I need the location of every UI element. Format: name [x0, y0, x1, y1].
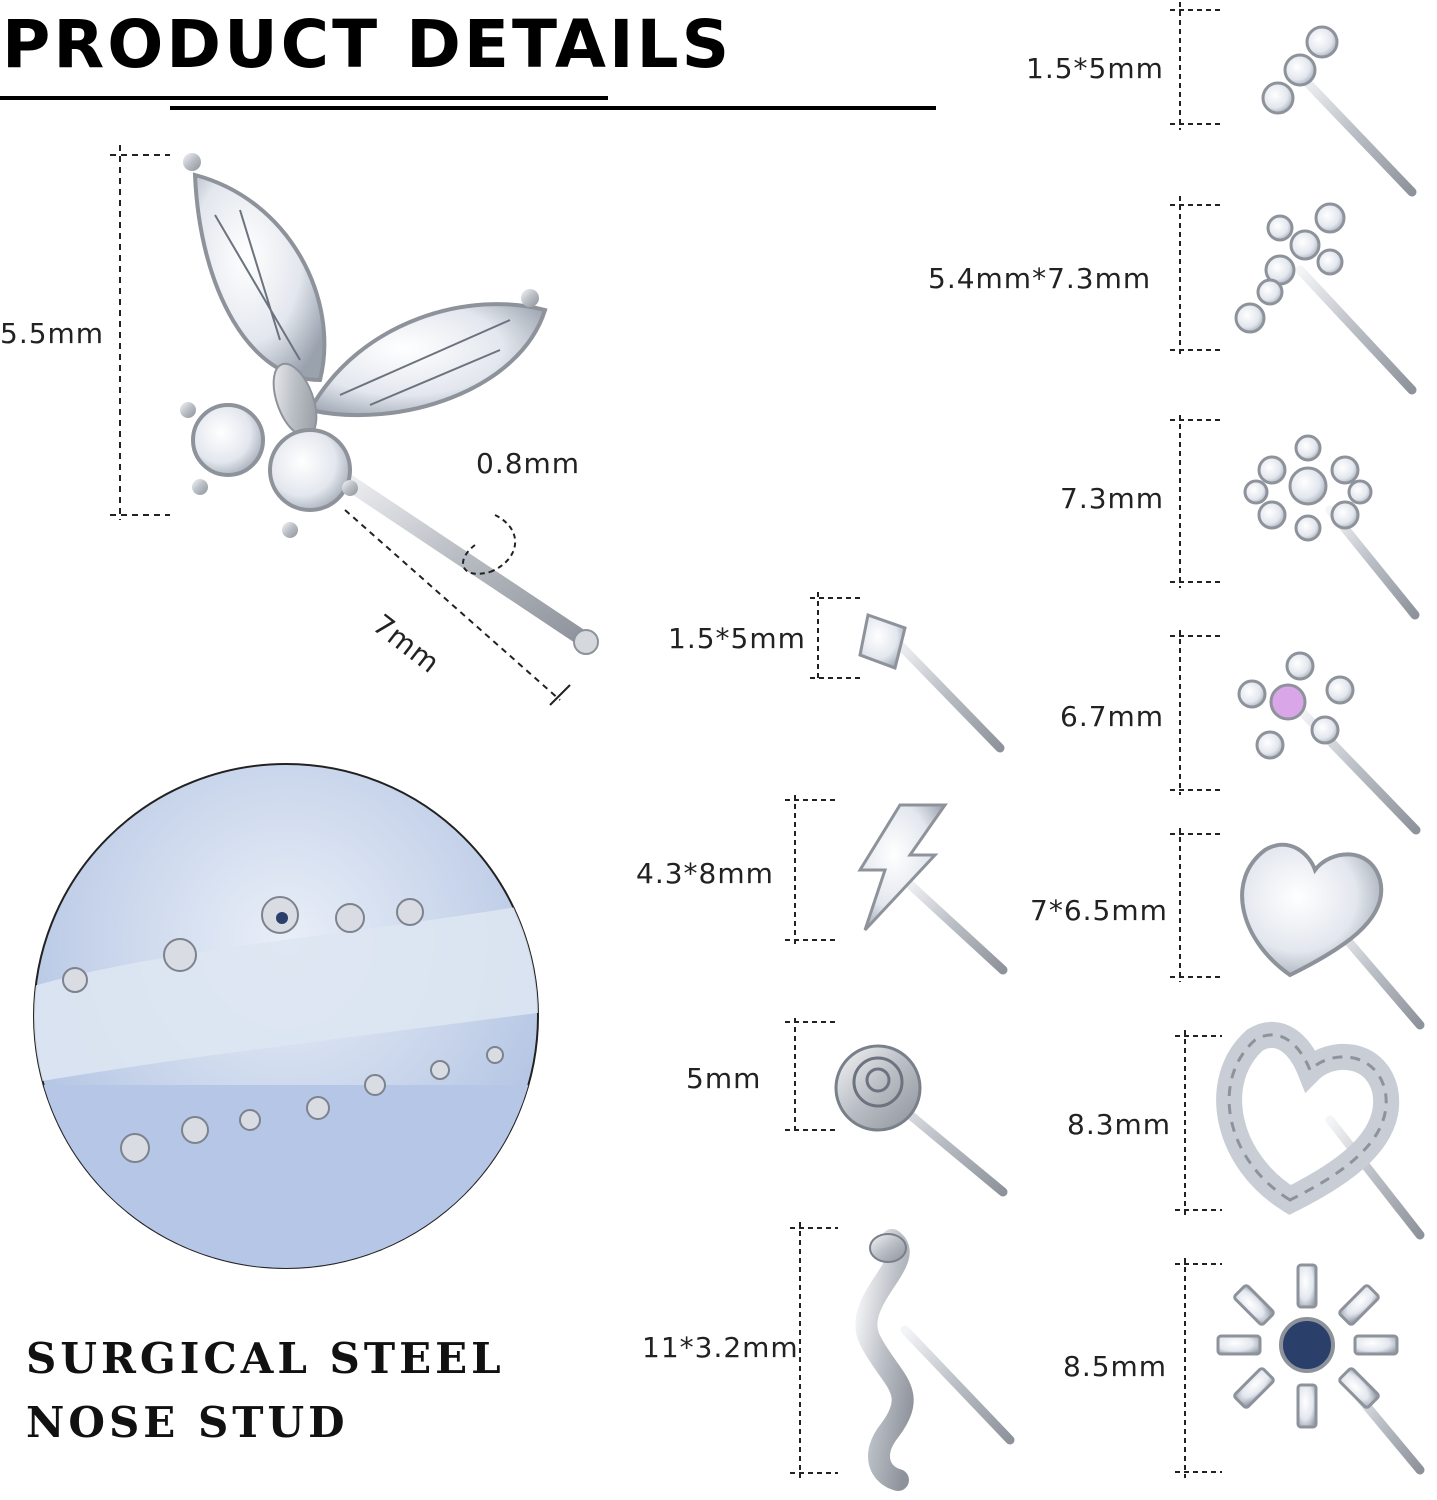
- material-heading-line1: SURGICAL STEEL: [26, 1334, 505, 1383]
- butterfly-stud-image: [180, 153, 599, 655]
- cross-size-label: 5.4mm*7.3mm: [928, 262, 1152, 295]
- rose-size-label: 5mm: [686, 1062, 762, 1095]
- butterfly-height-label: 5.5mm: [0, 317, 105, 350]
- lightning-dimension-guide: [785, 795, 835, 945]
- star-flower-size-label: 6.7mm: [1060, 700, 1165, 733]
- three-gem-bar-stud-image: [1261, 25, 1417, 197]
- open-heart-stud-image: [1216, 1021, 1425, 1240]
- snake-size-label: 11*3.2mm: [642, 1331, 799, 1364]
- star-flower-dimension-guide: [1170, 630, 1220, 795]
- snake-dimension-guide: [790, 1222, 838, 1478]
- star-size-label: 1.5*5mm: [668, 622, 806, 655]
- cross-stud-image: [1234, 202, 1417, 395]
- lightning-size-label: 4.3*8mm: [636, 857, 774, 890]
- butterfly-pin-diameter-label: 0.8mm: [476, 447, 581, 480]
- cross-dimension-guide: [1170, 196, 1220, 355]
- star-dimension-guide: [810, 592, 860, 682]
- title-underline-long: [170, 106, 936, 110]
- lightning-stud-image: [857, 803, 1008, 975]
- butterfly-dimension-guides: [110, 145, 571, 706]
- rose-stud-image: [834, 1044, 1008, 1197]
- cluster-flower-size-label: 7.3mm: [1060, 482, 1165, 515]
- star-flower-stud-image: [1237, 651, 1421, 835]
- three-gem-bar-size-label: 1.5*5mm: [1026, 52, 1164, 85]
- solid-heart-stud-image: [1240, 842, 1425, 1030]
- page-title: PRODUCT DETAILS: [2, 6, 733, 83]
- material-heading-line2: NOSE STUD: [26, 1398, 349, 1447]
- open-heart-size-label: 8.3mm: [1067, 1108, 1172, 1141]
- star-stud-image: [858, 613, 1005, 753]
- solid-heart-size-label: 7*6.5mm: [1030, 894, 1168, 927]
- three-gem-bar-dimension-guide: [1170, 2, 1220, 130]
- product-set-photo: [33, 763, 539, 1269]
- title-underline-short: [0, 96, 608, 100]
- sunflower-size-label: 8.5mm: [1063, 1350, 1168, 1383]
- cluster-flower-dimension-guide: [1170, 415, 1220, 588]
- cluster-flower-stud-image: [1243, 434, 1420, 620]
- solid-heart-dimension-guide: [1170, 828, 1220, 982]
- sunflower-stud-image: [1216, 1263, 1425, 1475]
- snake-stud-image: [855, 1229, 1015, 1491]
- rose-dimension-guide: [785, 1018, 835, 1135]
- open-heart-dimension-guide: [1175, 1030, 1222, 1215]
- sunflower-dimension-guide: [1175, 1258, 1222, 1478]
